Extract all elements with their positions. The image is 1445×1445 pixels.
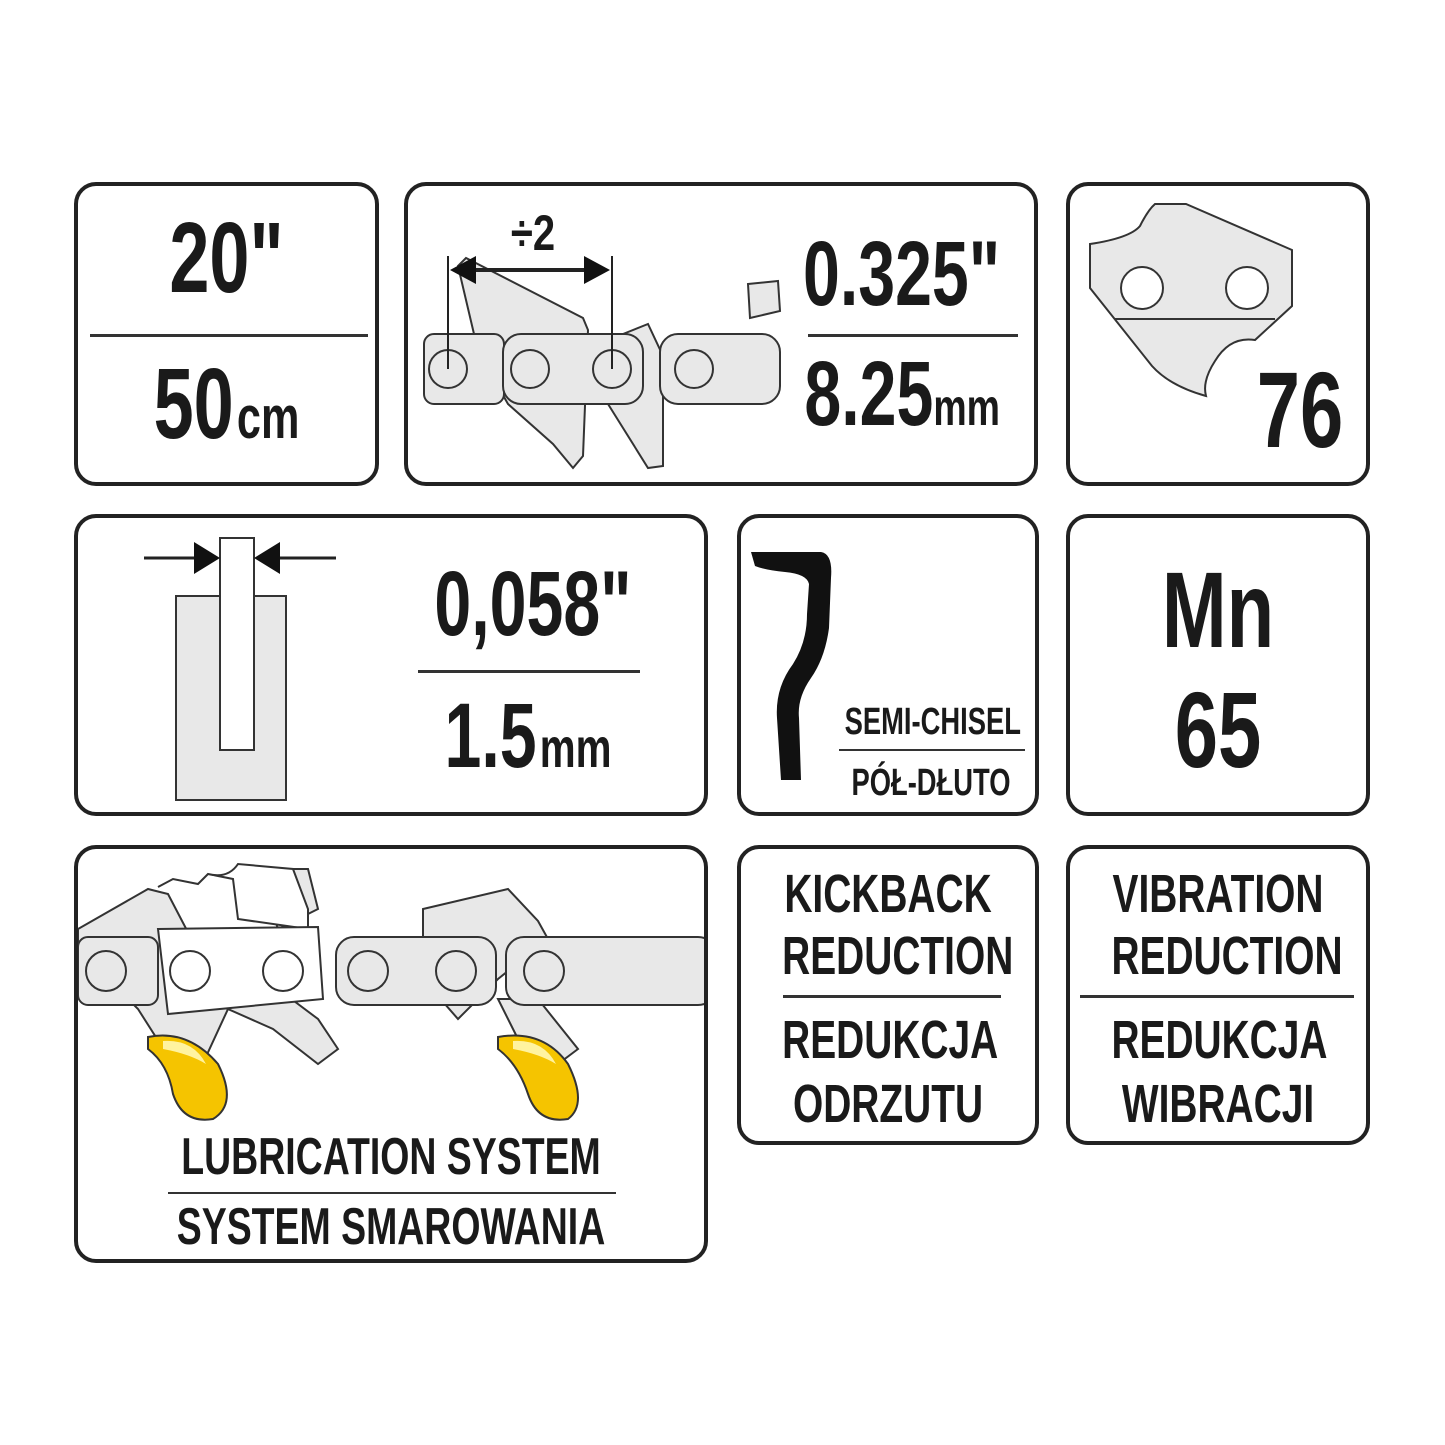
panel-bar-length: 20" 50 cm xyxy=(74,182,379,486)
divider xyxy=(839,749,1025,751)
divider xyxy=(808,334,1018,337)
drive-links-count: 76 xyxy=(1256,349,1344,470)
pitch-inch: 0.325" xyxy=(803,223,1001,325)
oil-drop-icon xyxy=(147,1034,228,1121)
panel-vibration-reduction: VIBRATION REDUCTION REDUKCJA WIBRACJI xyxy=(1066,845,1370,1145)
chain-pitch-icon xyxy=(423,256,782,470)
kickback-en-line2: REDUCTION xyxy=(782,926,1014,986)
semi-chisel-icon xyxy=(751,552,832,780)
divider xyxy=(1080,995,1354,998)
lubrication-pl: SYSTEM SMAROWANIA xyxy=(176,1198,606,1256)
gauge-mm-value: 1.5 xyxy=(444,685,537,787)
gauge-icon xyxy=(144,537,336,801)
vibration-pl-line1: REDUKCJA xyxy=(1111,1010,1328,1070)
gauge-mm-unit: mm xyxy=(539,716,612,779)
oil-drop-icon xyxy=(497,1034,579,1121)
length-cm-value: 50 xyxy=(153,348,234,460)
material-line1: Mn xyxy=(1161,549,1275,670)
pitch-mm-value: 8.25 xyxy=(804,343,934,445)
gauge-mm: 1.5 mm xyxy=(442,690,615,782)
divider xyxy=(168,1192,616,1194)
pitch-mm-unit: mm xyxy=(933,379,1000,437)
pitch-divider-label: ÷2 xyxy=(510,205,556,261)
lubrication-en: LUBRICATION SYSTEM xyxy=(181,1128,601,1186)
lubricated-chain-icon xyxy=(78,862,704,1121)
vibration-en-line1: VIBRATION xyxy=(1112,864,1324,924)
panel-chain-pitch: ÷2 0.325" 8.25mm xyxy=(404,182,1038,486)
vibration-en-line2: REDUCTION xyxy=(1111,926,1343,986)
divider xyxy=(418,670,640,673)
length-cm-unit: cm xyxy=(236,384,300,451)
panel-lubrication: LUBRICATION SYSTEM SYSTEM SMAROWANIA xyxy=(74,845,708,1263)
panel-gauge: 0,058" 1.5 mm xyxy=(74,514,708,816)
panel-drive-links: 76 xyxy=(1066,182,1370,486)
drive-link-icon xyxy=(1089,203,1293,398)
cutter-type-en: SEMI-CHISEL xyxy=(844,701,1021,743)
material-line2: 65 xyxy=(1174,669,1262,790)
vibration-pl-line2: WIBRACJI xyxy=(1121,1074,1315,1134)
length-inch: 20" xyxy=(169,202,284,314)
panel-kickback-reduction: KICKBACK REDUCTION REDUKCJA ODRZUTU xyxy=(737,845,1039,1145)
divider xyxy=(783,995,1001,998)
gauge-inch: 0,058" xyxy=(434,553,632,655)
kickback-pl-line1: REDUKCJA xyxy=(782,1010,999,1070)
kickback-en-line1: KICKBACK xyxy=(784,864,992,924)
length-cm: 50 cm xyxy=(120,354,334,454)
cutter-type-pl: PÓŁ-DŁUTO xyxy=(851,762,1011,804)
kickback-pl-line2: ODRZUTU xyxy=(792,1074,984,1134)
divider xyxy=(90,334,368,337)
panel-material: Mn 65 xyxy=(1066,514,1370,816)
panel-cutter-type: SEMI-CHISEL PÓŁ-DŁUTO xyxy=(737,514,1039,816)
pitch-mm: 8.25mm xyxy=(804,348,1000,440)
